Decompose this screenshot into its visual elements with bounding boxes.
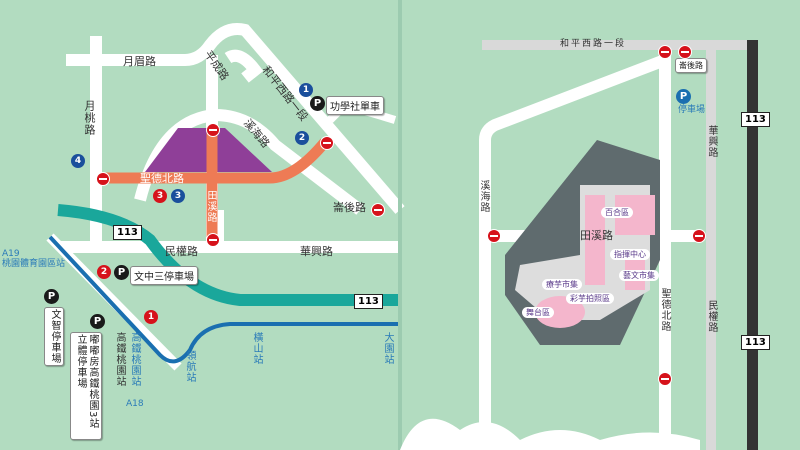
parking-icon: P — [114, 265, 129, 280]
station-code-a18: A18 — [126, 399, 144, 409]
badge-blue-4: 4 — [71, 154, 85, 168]
parking-label-wenzhong: 文中三停車場 — [130, 266, 198, 285]
badge-blue-3: 3 — [171, 189, 185, 203]
road-xihai-r: 溪海路 — [478, 180, 489, 213]
badge-red-3: 3 — [153, 189, 167, 203]
parking-label-dudu: 嘟嘟房高鐵桃園3站立體停車場 — [70, 332, 102, 440]
no-entry-icon — [692, 229, 706, 243]
badge-red-2: 2 — [97, 265, 111, 279]
zone-command-center: 指揮中心 — [610, 249, 650, 260]
zone-stage: 舞台區 — [522, 307, 554, 318]
road-shengde-north-r: 聖德北路 — [659, 288, 670, 332]
station-dayuan: 大園站 — [382, 332, 393, 365]
road-tianxi-r: 田溪路 — [580, 229, 613, 242]
parking-label-r: 停車場 — [678, 105, 706, 115]
no-entry-icon — [678, 45, 692, 59]
parking-icon: P — [676, 89, 691, 104]
road-nanhou: 崙後路 — [333, 201, 366, 214]
road-nanhou-r: 崙後路 — [675, 58, 707, 73]
road-yuetao: 月桃路 — [83, 100, 96, 136]
road-shengde-north: 聖德北路 — [140, 172, 184, 185]
station-a19: 桃園體育園區站 — [2, 259, 66, 269]
no-entry-icon — [487, 229, 501, 243]
station-a18: 高鐵桃園站 — [129, 332, 140, 387]
road-huaxing-r: 華興路 — [706, 125, 717, 158]
road-tianxi: 田溪路 — [205, 190, 216, 223]
parking-icon: P — [310, 96, 325, 111]
badge-blue-2: 2 — [295, 131, 309, 145]
zone-arts-market: 藝文市集 — [619, 270, 659, 281]
parking-icon: P — [44, 289, 59, 304]
metro-line — [48, 235, 400, 364]
highway-113-shield: 113 — [741, 112, 770, 127]
highway-113-shield: 113 — [741, 335, 770, 350]
station-hsr: 高鐵桃園站 — [114, 332, 125, 387]
road-minquan-r: 民權路 — [706, 300, 717, 333]
cloud-decoration — [400, 418, 700, 450]
no-entry-icon — [320, 136, 334, 150]
no-entry-icon — [371, 203, 385, 217]
highway-113-shield: 113 — [113, 225, 142, 240]
highway-113 — [57, 204, 400, 306]
zone-taro-market: 療芋市集 — [542, 279, 582, 290]
parking-label-wenzhi: 文智停車場 — [44, 307, 64, 366]
highway-113-shield: 113 — [354, 294, 383, 309]
road-minquan: 民權路 — [165, 245, 198, 258]
station-code-a19: A19 — [2, 249, 20, 259]
zone-lily: 百合區 — [601, 207, 633, 218]
parking-label-bike: 功學社單車 — [326, 96, 384, 115]
no-entry-icon — [206, 233, 220, 247]
zone-photo: 彩芋拍照區 — [566, 293, 614, 304]
station-linghang: 領航站 — [184, 350, 195, 383]
no-entry-icon — [658, 372, 672, 386]
no-entry-icon — [658, 45, 672, 59]
station-hengshan: 橫山站 — [251, 332, 262, 365]
badge-red-1: 1 — [144, 310, 158, 324]
parking-icon: P — [90, 314, 105, 329]
road-heping-west-r: 和平西路一段 — [560, 39, 627, 49]
no-entry-icon — [96, 172, 110, 186]
closed-roads — [103, 128, 330, 240]
road-yuemei: 月眉路 — [123, 55, 156, 68]
road-huaxing: 華興路 — [300, 245, 333, 258]
badge-blue-1: 1 — [299, 83, 313, 97]
no-entry-icon — [206, 123, 220, 137]
